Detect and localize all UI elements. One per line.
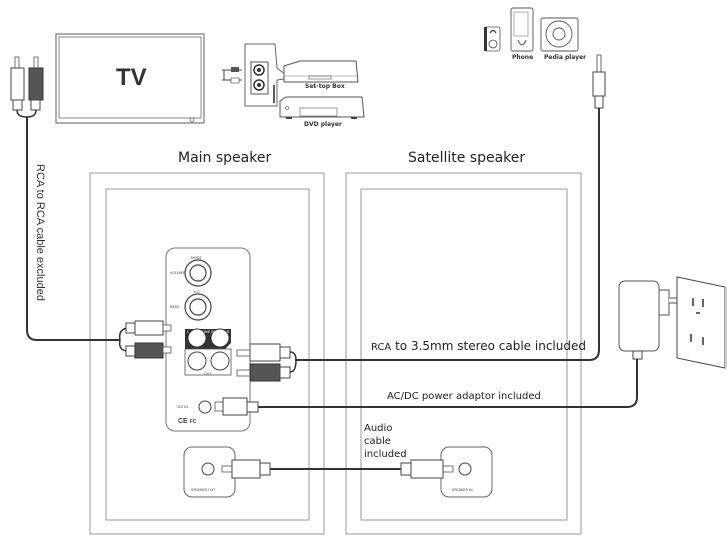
rca-plug-pair-tv (10, 56, 44, 118)
phone-label: Phone (512, 54, 534, 61)
rca-plug-pair-line-in (118, 320, 172, 359)
speaker-out-module (183, 446, 271, 498)
cert-fc: FC (189, 419, 197, 425)
satellite-speaker-cabinet (345, 172, 582, 535)
media-player-label: Pedia player (544, 54, 587, 61)
left-channel-label: L (187, 330, 189, 334)
tv-label: TV (116, 64, 147, 91)
main-speaker-label: Main speaker (178, 150, 272, 166)
cert-ce: CE (178, 418, 188, 425)
certification-marks: CE FC (178, 418, 196, 425)
line-in-label: LINE IN (202, 330, 215, 334)
dc-power-plug (214, 397, 259, 416)
tv-illustration (55, 33, 205, 124)
main-speaker-rear-panel (165, 247, 251, 432)
set-top-box-icon (283, 60, 359, 83)
main-speaker-cabinet (89, 172, 325, 535)
rca-prefix: RCA (371, 342, 392, 353)
speaker-in-label: SPEAKER IN (452, 488, 473, 492)
speaker-out-label: SPEAKER OUT (191, 488, 216, 492)
rca-to-35mm-suffix: to 3.5mm stereo cable included (391, 339, 586, 353)
rca-to-rca-cable (26, 117, 120, 341)
rca-plug-pair-line-out (236, 343, 297, 382)
plug-3-5mm (592, 54, 606, 109)
set-top-box-label: Set-top Box (305, 83, 345, 90)
bass-label: BASS (170, 305, 180, 309)
media-player-icon (540, 17, 579, 52)
dvd-player-icon (279, 96, 365, 119)
rca-to-35mm-cable (295, 108, 600, 361)
volume-label: VOLUME (170, 271, 185, 275)
dvd-player-label: DVD player (304, 121, 342, 128)
av-source-connector-panel (222, 43, 292, 107)
dc-in-label: DC IN (178, 405, 188, 409)
phone-icon (484, 7, 534, 52)
audio-cable-label-line2: cable (364, 436, 391, 447)
power-adaptor-label: AC/DC power adaptor included (387, 391, 541, 402)
rca-to-rca-cable-label: RCA to RCA cable excluded (34, 164, 46, 301)
mode-label: MODE (191, 256, 202, 260)
audio-cable-label-line3: included (364, 449, 407, 460)
power-cable (258, 359, 638, 408)
line-out-label: OUT (204, 372, 212, 376)
wall-outlet-icon (676, 276, 727, 369)
speaker-in-module (400, 446, 493, 498)
bass-zero-label: 0.0 (194, 290, 200, 294)
rca-to-35mm-cable-label: RCA to 3.5mm stereo cable included (371, 339, 586, 353)
audio-cable-label-line1: Audio (364, 423, 393, 434)
right-channel-label: R (227, 330, 230, 334)
satellite-speaker-label: Satellite speaker (408, 150, 526, 166)
